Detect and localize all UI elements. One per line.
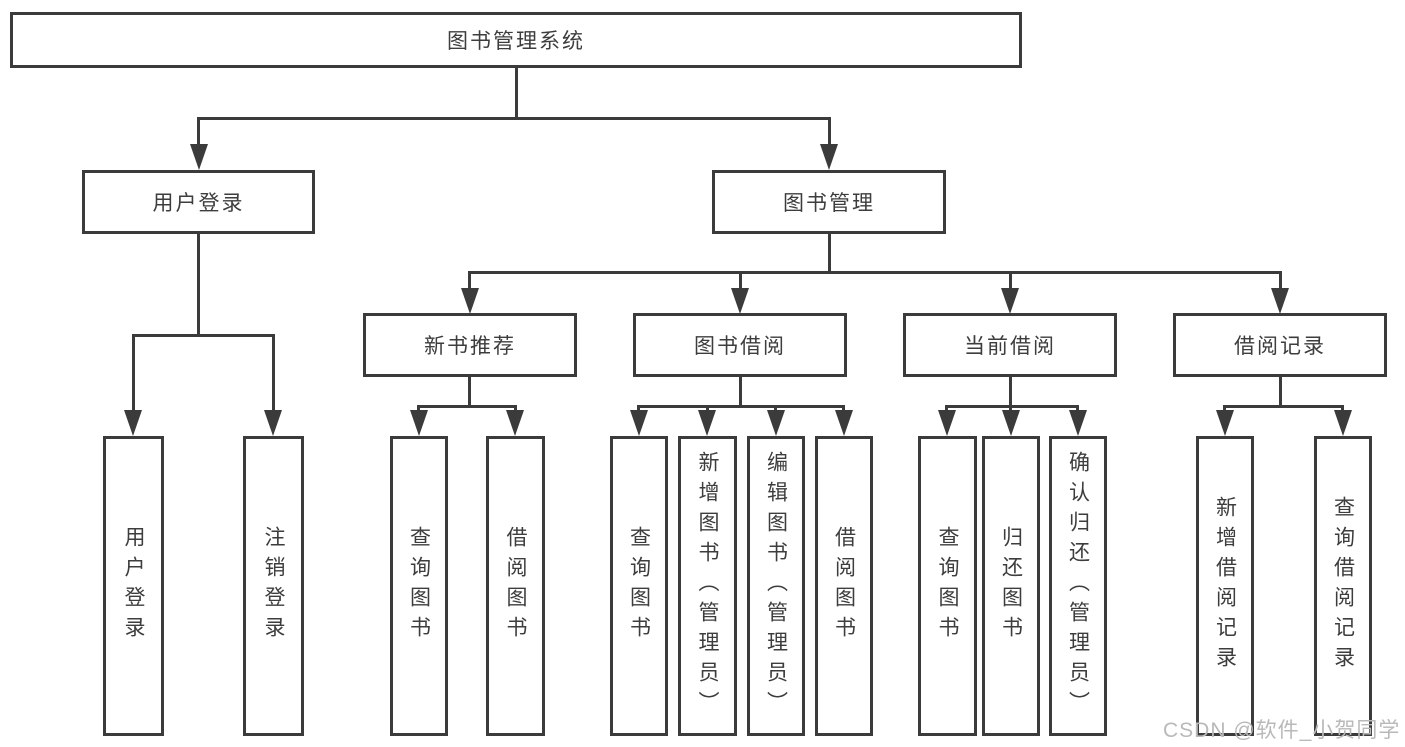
arrow-down-br-leaf1 — [1216, 410, 1234, 436]
node-new-book-recommend: 新书推荐 — [363, 313, 577, 377]
connector-stub-cb-leaf3 — [1076, 405, 1079, 414]
connector-user-login-down — [197, 234, 200, 337]
connector-root-down — [515, 68, 518, 120]
leaf-bb-query-books-label: 查询图书 — [627, 526, 651, 646]
connector-stub-login-leaf1 — [132, 334, 135, 414]
leaf-logout-label: 注销登录 — [262, 526, 285, 646]
node-user-login: 用户登录 — [82, 170, 315, 234]
connector-stub-current-borrow — [1009, 271, 1012, 291]
arrow-down-current-borrow — [1001, 288, 1019, 314]
leaf-user-login-label: 用户登录 — [122, 526, 145, 646]
arrow-down-cb-leaf2 — [1002, 410, 1020, 436]
node-current-borrow-label: 当前借阅 — [964, 335, 1056, 358]
arrow-down-book-mgmt — [820, 144, 838, 170]
connector-stub-cb-leaf2 — [1009, 405, 1012, 414]
leaf-logout: 注销登录 — [243, 436, 304, 736]
node-borrow-records: 借阅记录 — [1173, 313, 1387, 377]
connector-stub-login-leaf2 — [272, 334, 275, 414]
arrow-down-br-leaf2 — [1334, 410, 1352, 436]
leaf-bb-add-books-admin: 新增图书（管理员） — [678, 436, 737, 736]
leaf-br-add-record: 新增借阅记录 — [1196, 436, 1254, 736]
connector-current-borrow-down — [1009, 377, 1012, 408]
leaf-nb-borrow-books-label: 借阅图书 — [504, 526, 527, 646]
leaf-br-query-record: 查询借阅记录 — [1314, 436, 1372, 736]
connector-stub-cb-leaf1 — [945, 405, 948, 414]
leaf-br-query-record-label: 查询借阅记录 — [1331, 496, 1355, 676]
arrow-down-bb-leaf4 — [835, 410, 853, 436]
connector-stub-bb-leaf1 — [637, 405, 640, 414]
leaf-cb-confirm-return-admin-label: 确认归还（管理员） — [1066, 451, 1090, 721]
leaf-bb-edit-books-admin-label: 编辑图书（管理员） — [764, 451, 788, 721]
arrow-down-cb-leaf1 — [938, 410, 956, 436]
arrow-down-new-books — [461, 288, 479, 314]
arrow-down-bb-leaf3 — [767, 410, 785, 436]
leaf-bb-borrow-books: 借阅图书 — [815, 436, 873, 736]
node-library-system: 图书管理系统 — [10, 12, 1022, 68]
connector-stub-br-leaf1 — [1223, 405, 1226, 414]
arrow-down-borrow-records — [1271, 288, 1289, 314]
arrow-down-login-leaf2 — [264, 410, 282, 436]
leaf-cb-query-books: 查询图书 — [918, 436, 977, 736]
leaf-nb-borrow-books: 借阅图书 — [486, 436, 545, 736]
connector-level3-bus — [468, 271, 1282, 274]
connector-borrow-records-bus — [1223, 405, 1344, 408]
connector-stub-bb-leaf2 — [706, 405, 709, 414]
node-current-borrow: 当前借阅 — [903, 313, 1117, 377]
connector-level2-bus — [197, 117, 831, 120]
arrow-down-cb-leaf3 — [1069, 410, 1087, 436]
arrow-down-bb-leaf2 — [698, 410, 716, 436]
node-library-system-label: 图书管理系统 — [447, 30, 585, 53]
leaf-cb-return-books: 归还图书 — [982, 436, 1040, 736]
connector-stub-nb-leaf1 — [417, 405, 420, 414]
leaf-br-add-record-label: 新增借阅记录 — [1213, 496, 1237, 676]
connector-stub-user-login — [197, 117, 200, 147]
arrow-down-user-login — [190, 144, 208, 170]
leaf-nb-query-books-label: 查询图书 — [407, 526, 431, 646]
leaf-user-login: 用户登录 — [103, 436, 164, 736]
node-book-management: 图书管理 — [712, 170, 946, 234]
leaf-nb-query-books: 查询图书 — [390, 436, 448, 736]
node-book-borrow-label: 图书借阅 — [694, 335, 786, 358]
node-new-book-recommend-label: 新书推荐 — [424, 335, 516, 358]
connector-book-borrow-bus — [637, 405, 845, 408]
leaf-cb-query-books-label: 查询图书 — [936, 526, 959, 646]
node-borrow-records-label: 借阅记录 — [1234, 335, 1326, 358]
connector-stub-br-leaf2 — [1341, 405, 1344, 414]
arrow-down-book-borrow — [731, 288, 749, 314]
connector-stub-bb-leaf4 — [842, 405, 845, 414]
csdn-watermark: CSDN @软件_小贺同学 — [1163, 719, 1401, 742]
connector-new-books-bus — [417, 405, 517, 408]
leaf-bb-query-books: 查询图书 — [610, 436, 668, 736]
connector-stub-new-books — [468, 271, 471, 291]
node-book-borrow: 图书借阅 — [633, 313, 847, 377]
connector-stub-book-mgmt — [828, 117, 831, 147]
connector-stub-nb-leaf2 — [514, 405, 517, 414]
connector-current-borrow-bus — [945, 405, 1079, 408]
arrow-down-nb-leaf1 — [410, 410, 428, 436]
node-book-management-label: 图书管理 — [783, 192, 875, 215]
arrow-down-nb-leaf2 — [506, 410, 524, 436]
connector-stub-borrow-records — [1279, 271, 1282, 291]
leaf-bb-edit-books-admin: 编辑图书（管理员） — [747, 436, 805, 736]
arrow-down-bb-leaf1 — [630, 410, 648, 436]
leaf-cb-return-books-label: 归还图书 — [999, 526, 1023, 646]
connector-user-login-bus — [132, 334, 275, 337]
connector-borrow-records-down — [1279, 377, 1282, 408]
connector-book-mgmt-down — [828, 234, 831, 274]
connector-stub-book-borrow — [739, 271, 742, 291]
leaf-bb-borrow-books-label: 借阅图书 — [832, 526, 856, 646]
connector-stub-bb-leaf3 — [774, 405, 777, 414]
leaf-cb-confirm-return-admin: 确认归还（管理员） — [1049, 436, 1107, 736]
arrow-down-login-leaf1 — [124, 410, 142, 436]
leaf-bb-add-books-admin-label: 新增图书（管理员） — [696, 451, 719, 721]
connector-new-books-down — [468, 377, 471, 408]
node-user-login-label: 用户登录 — [152, 192, 245, 215]
connector-book-borrow-down — [739, 377, 742, 408]
